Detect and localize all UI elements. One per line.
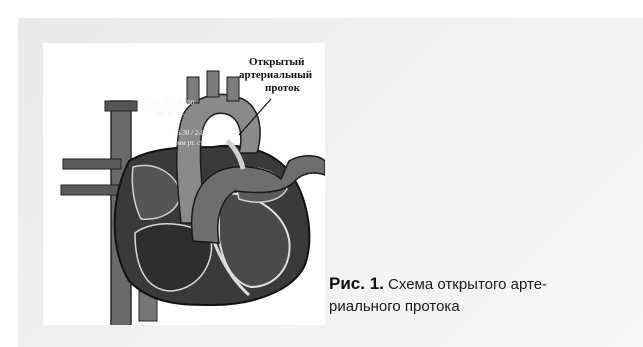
duct-label-line3: проток [265,82,301,94]
caption-text-line1: Схема открытого арте- [388,276,547,293]
duct-label-line2: артериальный [239,69,313,81]
figure-number: Рис. 1. [329,274,384,293]
caption-line1: Рис. 1. Схема открытого арте- [329,273,629,296]
figure-caption: Рис. 1. Схема открытого арте- риального … [329,273,629,318]
aorta-pressure-label: 100-140 / 60-90 [149,99,195,107]
pulm-unit-label: мм рт. ст. [177,139,205,147]
aorta-unit-label: мм рт. ст. [157,109,185,117]
duct-label-line1: Открытый [249,56,305,68]
pulm-pressure-label: 16-30 / 2-8 [173,129,205,137]
caption-text-line2: риального протока [329,296,629,318]
heart-diagram: Открытый артериальный проток 100-140 / 6… [43,43,325,325]
heart-illustration: Открытый артериальный проток 100-140 / 6… [43,43,325,325]
